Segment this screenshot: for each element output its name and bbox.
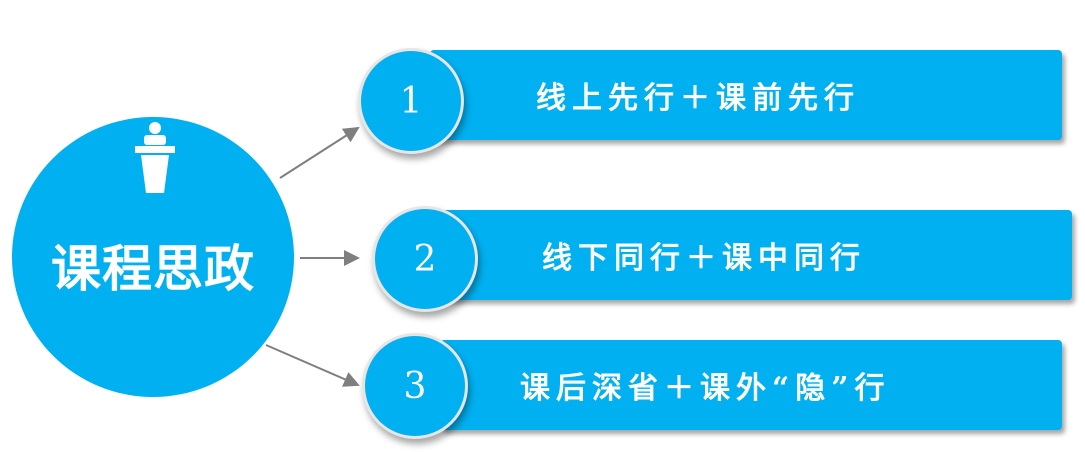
item-bar-3: 课后深省＋课外“隐”行 (440, 340, 1062, 430)
podium-speaker-icon (135, 122, 175, 193)
item-number-circle-1: 1 (358, 48, 464, 154)
item-label-2: 线下同行＋课中同行 (542, 241, 866, 276)
item-label-3: 课后深省＋课外“隐”行 (520, 371, 891, 406)
item-bar-2: 线下同行＋课中同行 (440, 210, 1072, 300)
item-number-circle-3: 3 (362, 333, 468, 439)
arrow-1 (279, 126, 360, 179)
center-circle: 课程思政 (12, 117, 294, 397)
item-number-circle-2: 2 (372, 206, 478, 312)
item-bar-1: 线上先行＋课前先行 (430, 50, 1062, 140)
item-label-1: 线上先行＋课前先行 (536, 81, 860, 116)
arrow-3 (265, 344, 360, 387)
center-title: 课程思政 (51, 240, 255, 298)
